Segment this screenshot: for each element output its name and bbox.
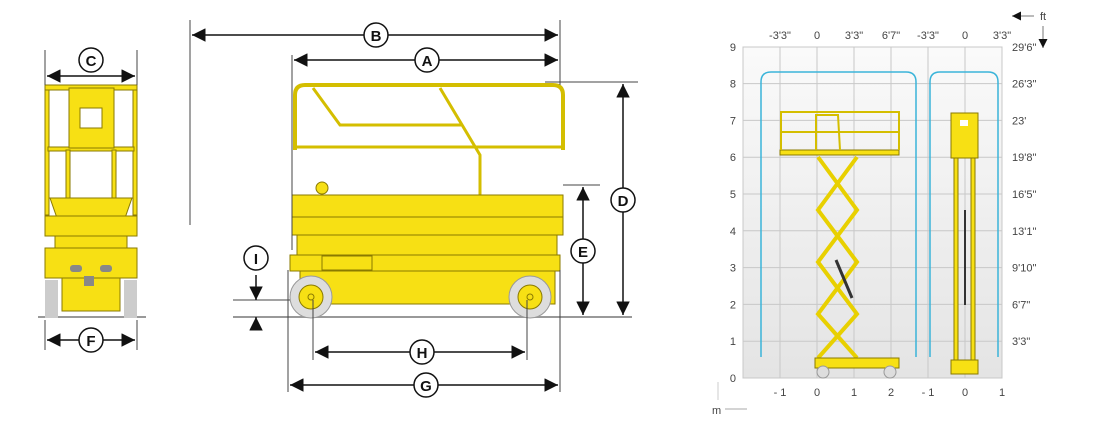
x-tick-m-side: - 1 [774, 387, 787, 399]
dim-G: G [413, 372, 439, 398]
x-tick-m-side: 0 [814, 387, 820, 399]
y-tick-ft: 3'3" [1012, 336, 1030, 348]
x-tick-ft-front: 0 [962, 30, 968, 42]
unit-ft-label: ft [1040, 11, 1046, 23]
y-tick-m: 7 [730, 115, 736, 127]
x-tick-m-front: 1 [999, 387, 1005, 399]
y-tick-m: 2 [730, 299, 736, 311]
dim-B: B [363, 22, 389, 48]
x-tick-ft-side: 3'3" [845, 30, 863, 42]
y-tick-m: 9 [730, 42, 736, 54]
svg-text:H: H [417, 345, 428, 362]
x-tick-ft-front: -3'3" [917, 30, 939, 42]
extension-lines [189, 20, 638, 392]
working-range-chart: 01234567893'3"6'7"9'10"13'1"16'5"19'8"23… [712, 11, 1048, 417]
front-envelope [929, 71, 999, 357]
svg-text:I: I [254, 251, 258, 268]
elevated-side-view [779, 111, 900, 379]
elevated-front-view [950, 112, 979, 375]
dim-F: F [78, 327, 104, 353]
x-tick-m-side: 1 [851, 387, 857, 399]
y-tick-m: 6 [730, 152, 736, 164]
y-tick-m: 4 [730, 226, 736, 238]
y-tick-ft: 9'10" [1012, 263, 1036, 275]
svg-text:B: B [371, 28, 382, 45]
x-tick-ft-side: 0 [814, 30, 820, 42]
x-tick-ft-front: 3'3" [993, 30, 1011, 42]
x-tick-m-front: 0 [962, 387, 968, 399]
svg-text:E: E [578, 244, 588, 261]
x-tick-m-side: 2 [888, 387, 894, 399]
y-tick-m: 1 [730, 336, 736, 348]
side-envelope [760, 71, 917, 357]
dim-D: D [610, 187, 636, 213]
x-tick-ft-side: 6'7" [882, 30, 900, 42]
x-tick-m-front: - 1 [922, 387, 935, 399]
svg-text:F: F [86, 333, 95, 350]
svg-text:C: C [86, 53, 97, 70]
svg-text:D: D [618, 193, 629, 210]
dim-H: H [409, 339, 435, 365]
unit-m-label: m [712, 405, 721, 417]
y-tick-m: 5 [730, 189, 736, 201]
dim-A: A [414, 47, 440, 73]
dim-I: I [243, 245, 269, 271]
side-view [289, 83, 565, 319]
y-tick-m: 8 [730, 79, 736, 91]
x-tick-ft-side: -3'3" [769, 30, 791, 42]
dim-E: E [570, 238, 596, 264]
y-tick-ft: 26'3" [1012, 79, 1036, 91]
y-tick-ft: 19'8" [1012, 152, 1036, 164]
dim-C: C [78, 47, 104, 73]
front-view [44, 84, 138, 318]
svg-text:A: A [422, 53, 433, 70]
y-tick-ft: 29'6" [1012, 42, 1036, 54]
svg-text:G: G [420, 378, 432, 395]
y-tick-ft: 6'7" [1012, 299, 1030, 311]
y-tick-m: 0 [730, 373, 736, 385]
y-tick-ft: 16'5" [1012, 189, 1036, 201]
y-tick-ft: 23' [1012, 115, 1026, 127]
y-tick-m: 3 [730, 263, 736, 275]
y-tick-ft: 13'1" [1012, 226, 1036, 238]
